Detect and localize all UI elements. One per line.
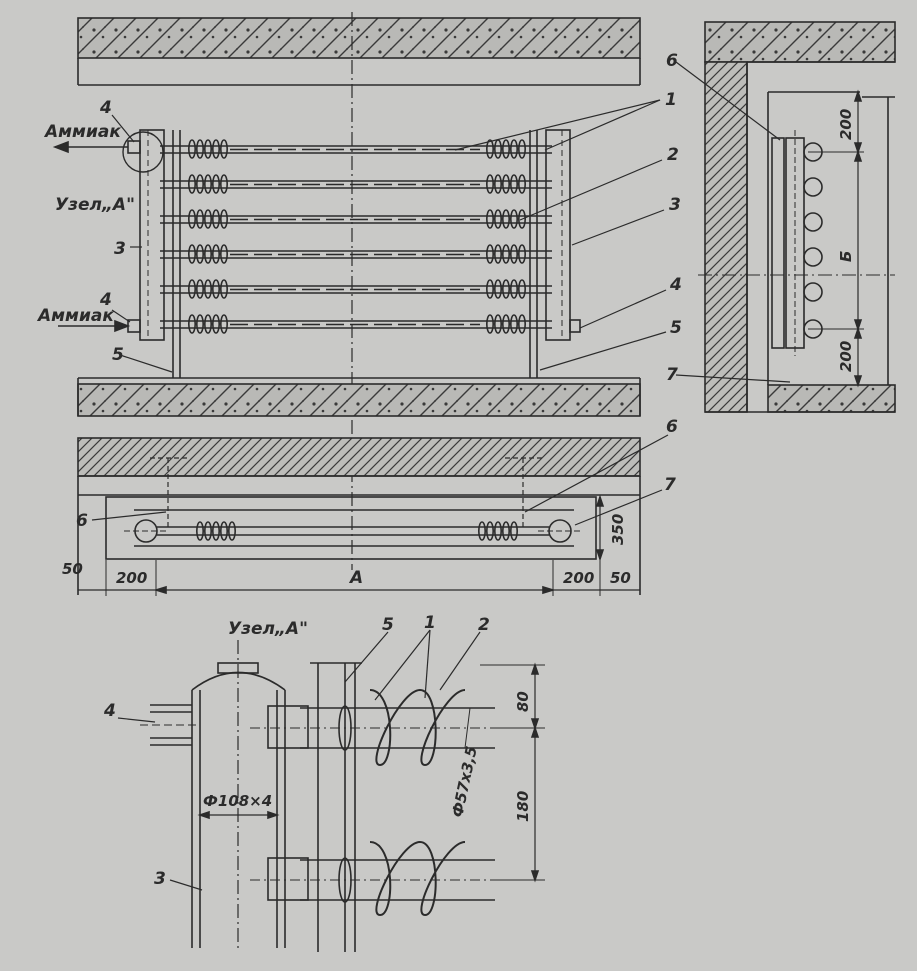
dim-plan-50-left: 50 [62, 560, 83, 578]
callout-6-plan-left: 6 [76, 511, 88, 531]
dim-side-B: Б [837, 251, 855, 262]
callout-3-node: 3 [154, 869, 166, 889]
node-a-marker [122, 131, 164, 173]
dim-node-180: 180 [514, 791, 532, 822]
dim-side-200-top: 200 [837, 109, 855, 140]
callout-4-node: 4 [103, 701, 116, 721]
plan-view [77, 437, 641, 596]
node-a-detail [140, 640, 545, 952]
node-a-title: Узел„A" [228, 619, 308, 639]
dim-side-200-bottom: 200 [837, 341, 855, 372]
callout-3-front-right: 3 [669, 195, 681, 215]
dim-plan-50-right: 50 [610, 569, 631, 587]
dim-plan-200-left: 200 [116, 569, 147, 587]
ammonia-outlet-label: Аммиак [43, 122, 121, 142]
fins-right [485, 139, 527, 334]
dim-plan-350: 350 [609, 514, 627, 545]
callout-5-node: 5 [382, 615, 394, 635]
callout-4-front-right: 4 [669, 275, 682, 295]
dim-plan-200-right: 200 [563, 569, 594, 587]
plan-fins-right [477, 521, 519, 541]
plan-wall [77, 437, 641, 477]
side-wall [704, 61, 748, 413]
side-view [698, 21, 896, 413]
callout-5-front-right: 5 [670, 318, 682, 338]
callout-4-front-top: 4 [99, 98, 112, 118]
callout-2-node: 2 [478, 615, 490, 635]
callout-3-front-left: 3 [114, 239, 126, 259]
side-bracket [771, 137, 785, 349]
node-a-callout-label: Узел„A" [55, 195, 135, 215]
dim-node-80: 80 [514, 691, 532, 712]
ammonia-inlet-label: Аммиак [36, 306, 114, 326]
plan-fins-left [196, 521, 236, 541]
dim-node-pipe: Ф57х3,5 [448, 745, 481, 819]
callout-leaders [91, 61, 791, 891]
floor-slab [77, 383, 641, 417]
side-floor [767, 384, 896, 413]
callout-5-front-left: 5 [112, 345, 124, 365]
right-collector [545, 129, 571, 341]
callout-1-node: 1 [424, 613, 436, 633]
callout-6-plan-right: 6 [666, 417, 678, 437]
side-ceiling [704, 21, 896, 63]
front-view [52, 12, 641, 570]
fins-left [188, 139, 228, 334]
callout-6-side: 6 [666, 51, 678, 71]
dim-node-collector: Ф108×4 [203, 792, 272, 810]
finned-tube-rows [160, 139, 552, 334]
ammonia-inlet-top [127, 140, 141, 154]
callout-2-front: 2 [667, 145, 679, 165]
left-collector [139, 129, 165, 341]
callout-7-side: 7 [666, 365, 678, 385]
callout-7-plan: 7 [664, 475, 676, 495]
callout-4-front-bottom: 4 [99, 290, 112, 310]
callout-1-front: 1 [665, 90, 677, 110]
plan-outline [105, 496, 597, 560]
ceiling-slab [77, 17, 641, 59]
dim-plan-A: A [348, 568, 363, 588]
